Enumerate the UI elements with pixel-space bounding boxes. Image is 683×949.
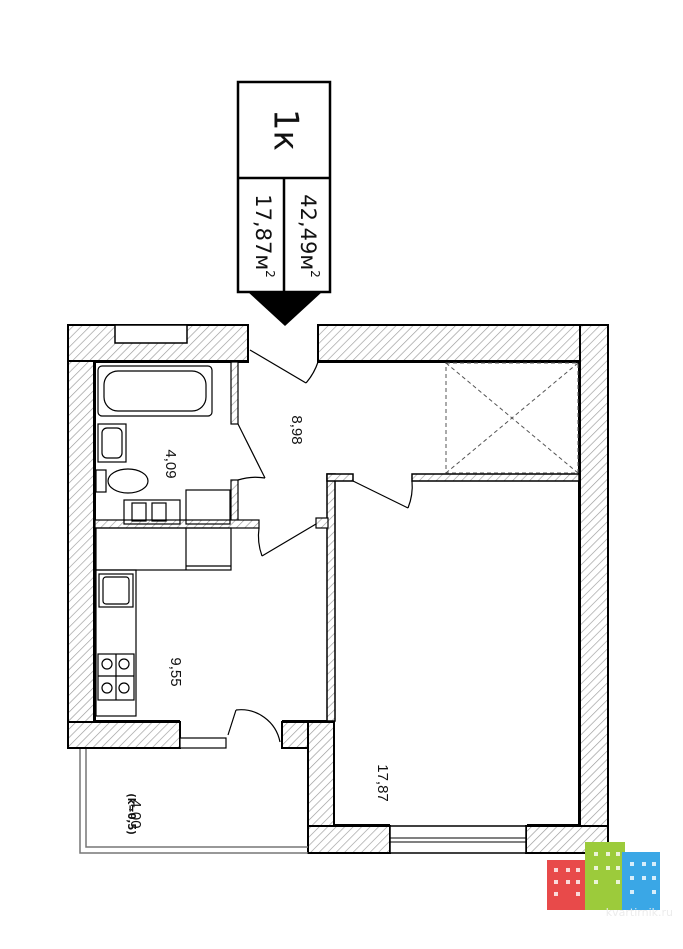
total-area: 42,49м2	[296, 194, 323, 278]
doors	[227, 349, 413, 743]
balcony	[79, 749, 308, 854]
total-area-value: 42,49м	[296, 194, 320, 270]
balcony-area: 4,00	[127, 799, 144, 828]
bathroom-fixtures	[95, 365, 231, 525]
rooms-code: 1к	[266, 109, 306, 151]
living-area-value: 17,87м	[251, 194, 275, 270]
toilet-icon	[107, 468, 149, 494]
kitchen-window	[179, 737, 227, 749]
room-floors	[94, 325, 580, 826]
apartment-label-box: 1к 42,49м2 17,87м2	[236, 80, 332, 326]
kitchen-area: 9,55	[167, 657, 184, 686]
toilet-tank	[95, 469, 107, 493]
living-window	[389, 825, 527, 854]
living-area: 17,87м2	[251, 194, 278, 278]
living-area-sup: 2	[264, 270, 278, 278]
entrance-arrow-icon	[248, 292, 322, 326]
bathroom-window	[114, 324, 188, 344]
bathroom-area: 4,09	[162, 449, 179, 478]
hall-area: 8,98	[288, 415, 305, 444]
wardrobe-x	[445, 362, 579, 474]
sink-icon	[97, 423, 127, 463]
bathtub-icon	[97, 365, 213, 417]
windows	[114, 324, 527, 854]
balcony-coef: (k=0,5)	[125, 793, 138, 834]
total-area-sup: 2	[309, 270, 323, 278]
kitchen-fixtures	[95, 527, 232, 717]
living-area-room: 17,87	[374, 764, 391, 802]
logo-building-red	[547, 860, 587, 910]
kitchen-sink-icon	[98, 573, 134, 608]
watermark-text: kvartirnik.ru	[605, 906, 673, 919]
logo-buildings-icon	[547, 842, 660, 910]
outer-walls	[67, 324, 609, 854]
logo-building-blue	[622, 852, 660, 910]
